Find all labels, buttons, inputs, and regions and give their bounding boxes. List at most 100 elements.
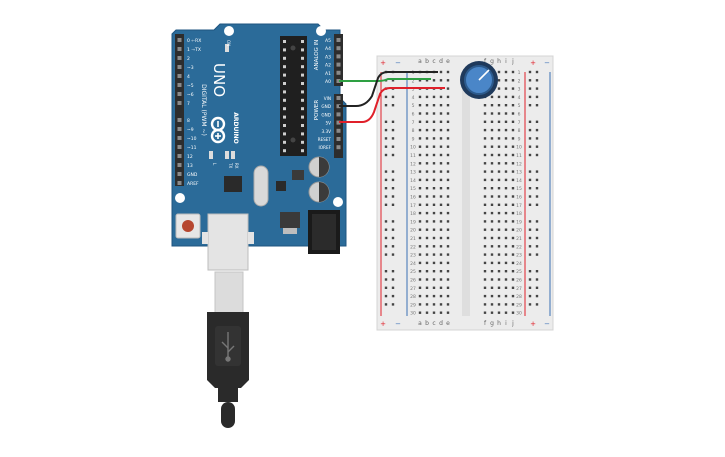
- analog-pin-hole[interactable]: [336, 70, 341, 75]
- rail-hole[interactable]: [535, 236, 539, 240]
- potentiometer[interactable]: [460, 61, 498, 99]
- rail-hole[interactable]: [528, 87, 532, 90]
- breadboard-hole[interactable]: [511, 211, 515, 215]
- breadboard-hole[interactable]: [497, 120, 501, 123]
- breadboard-hole[interactable]: [439, 153, 443, 157]
- breadboard-hole[interactable]: [446, 294, 450, 298]
- breadboard-hole[interactable]: [483, 228, 487, 231]
- breadboard-hole[interactable]: [483, 220, 487, 223]
- rail-hole[interactable]: [391, 203, 395, 206]
- breadboard-hole[interactable]: [425, 128, 429, 132]
- breadboard-hole[interactable]: [439, 145, 443, 148]
- breadboard-hole[interactable]: [439, 104, 443, 107]
- breadboard-hole[interactable]: [504, 178, 508, 182]
- breadboard-hole[interactable]: [497, 286, 501, 289]
- breadboard-hole[interactable]: [439, 311, 443, 314]
- rail-hole[interactable]: [535, 128, 539, 132]
- breadboard-hole[interactable]: [511, 294, 515, 298]
- breadboard-hole[interactable]: [504, 170, 508, 173]
- rail-hole[interactable]: [384, 137, 388, 140]
- breadboard-hole[interactable]: [511, 162, 515, 165]
- digital-pin-hole[interactable]: [177, 101, 182, 105]
- breadboard-hole[interactable]: [432, 170, 436, 173]
- breadboard-hole[interactable]: [439, 70, 443, 74]
- breadboard-hole[interactable]: [425, 104, 429, 107]
- rail-hole[interactable]: [535, 137, 539, 140]
- analog-pin-hole[interactable]: [336, 54, 341, 59]
- rail-hole[interactable]: [528, 303, 532, 306]
- breadboard-hole[interactable]: [432, 112, 436, 115]
- breadboard-hole[interactable]: [425, 245, 429, 248]
- breadboard-hole[interactable]: [446, 261, 450, 265]
- breadboard-hole[interactable]: [504, 104, 508, 107]
- breadboard-hole[interactable]: [504, 220, 508, 223]
- breadboard-hole[interactable]: [504, 270, 508, 273]
- breadboard-hole[interactable]: [483, 104, 487, 107]
- breadboard-hole[interactable]: [418, 187, 422, 190]
- breadboard-hole[interactable]: [439, 203, 443, 206]
- breadboard-hole[interactable]: [504, 211, 508, 215]
- breadboard-hole[interactable]: [425, 228, 429, 231]
- rail-hole[interactable]: [535, 195, 539, 198]
- breadboard-hole[interactable]: [432, 311, 436, 314]
- breadboard-hole[interactable]: [425, 286, 429, 289]
- breadboard-hole[interactable]: [418, 211, 422, 215]
- rail-hole[interactable]: [535, 79, 539, 82]
- breadboard-hole[interactable]: [446, 228, 450, 231]
- analog-pin-hole[interactable]: [336, 46, 341, 51]
- breadboard-hole[interactable]: [490, 145, 494, 148]
- breadboard-hole[interactable]: [490, 104, 494, 107]
- breadboard-hole[interactable]: [497, 211, 501, 215]
- breadboard-hole[interactable]: [504, 245, 508, 248]
- breadboard-hole[interactable]: [497, 79, 501, 82]
- rail-hole[interactable]: [391, 236, 395, 240]
- breadboard-hole[interactable]: [425, 112, 429, 115]
- breadboard-hole[interactable]: [483, 311, 487, 314]
- rail-hole[interactable]: [528, 270, 532, 273]
- breadboard-hole[interactable]: [511, 270, 515, 273]
- breadboard-hole[interactable]: [504, 137, 508, 140]
- rail-hole[interactable]: [535, 294, 539, 298]
- breadboard-hole[interactable]: [497, 270, 501, 273]
- rail-hole[interactable]: [384, 104, 388, 107]
- breadboard-hole[interactable]: [446, 145, 450, 148]
- breadboard-hole[interactable]: [418, 162, 422, 165]
- rail-hole[interactable]: [384, 294, 388, 298]
- breadboard-hole[interactable]: [446, 211, 450, 215]
- rail-hole[interactable]: [528, 170, 532, 173]
- breadboard-hole[interactable]: [446, 245, 450, 248]
- breadboard-hole[interactable]: [504, 112, 508, 115]
- breadboard-hole[interactable]: [504, 187, 508, 190]
- breadboard-hole[interactable]: [432, 236, 436, 240]
- breadboard-hole[interactable]: [504, 236, 508, 240]
- breadboard-hole[interactable]: [418, 120, 422, 123]
- rail-hole[interactable]: [391, 128, 395, 132]
- breadboard-hole[interactable]: [483, 137, 487, 140]
- breadboard-hole[interactable]: [439, 187, 443, 190]
- breadboard-hole[interactable]: [425, 211, 429, 215]
- breadboard-hole[interactable]: [418, 195, 422, 198]
- breadboard-hole[interactable]: [490, 203, 494, 206]
- breadboard-hole[interactable]: [439, 303, 443, 306]
- breadboard-hole[interactable]: [511, 70, 515, 74]
- breadboard-hole[interactable]: [439, 128, 443, 132]
- rail-hole[interactable]: [535, 220, 539, 223]
- breadboard-hole[interactable]: [497, 162, 501, 165]
- breadboard-hole[interactable]: [497, 70, 501, 74]
- breadboard-hole[interactable]: [511, 303, 515, 306]
- breadboard-hole[interactable]: [446, 278, 450, 281]
- digital-pin-hole[interactable]: [177, 145, 182, 149]
- breadboard-hole[interactable]: [425, 162, 429, 165]
- breadboard-hole[interactable]: [439, 79, 443, 82]
- breadboard-hole[interactable]: [490, 261, 494, 265]
- rail-hole[interactable]: [391, 245, 395, 248]
- breadboard-hole[interactable]: [511, 311, 515, 314]
- breadboard-hole[interactable]: [446, 104, 450, 107]
- rail-hole[interactable]: [528, 253, 532, 256]
- breadboard-hole[interactable]: [504, 95, 508, 99]
- rail-hole[interactable]: [528, 137, 532, 140]
- breadboard-hole[interactable]: [418, 311, 422, 314]
- breadboard-hole[interactable]: [432, 145, 436, 148]
- breadboard-hole[interactable]: [490, 195, 494, 198]
- rail-hole[interactable]: [391, 220, 395, 223]
